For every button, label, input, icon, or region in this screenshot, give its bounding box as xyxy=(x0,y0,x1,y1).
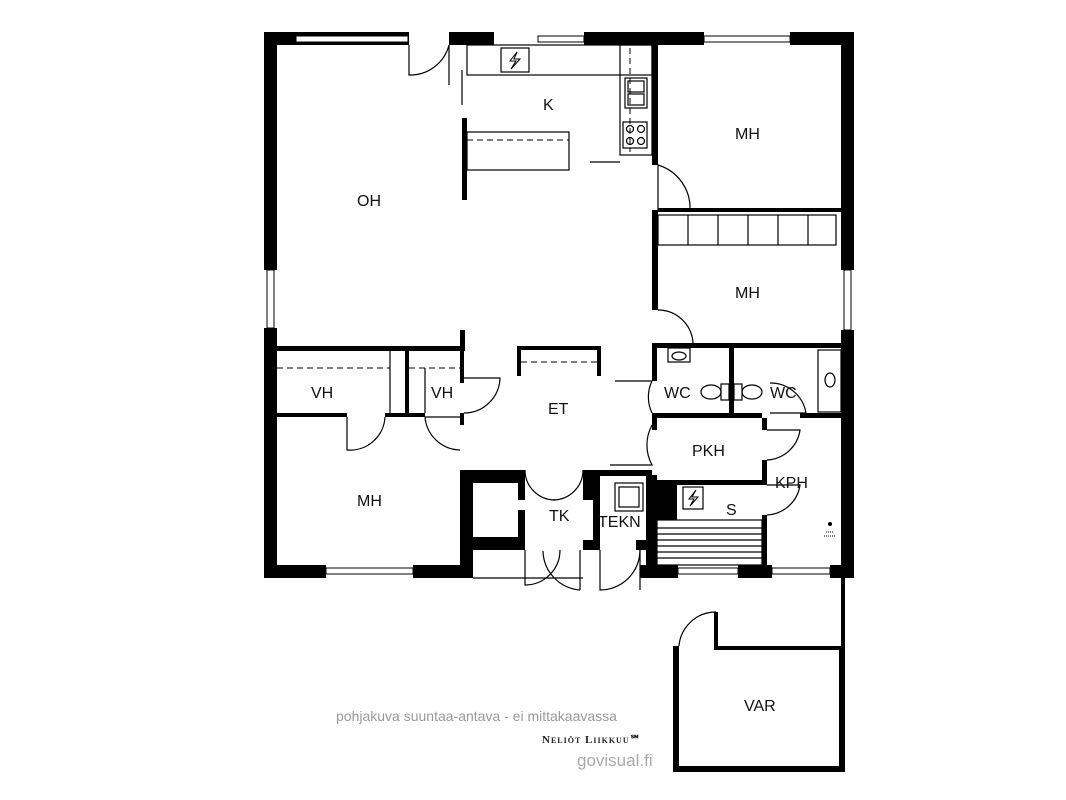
closet-shelves xyxy=(277,346,601,413)
sink-icon xyxy=(624,77,648,109)
interior-walls xyxy=(277,45,841,565)
toilet-icon xyxy=(700,383,730,401)
brand-logo: Neliöt Liikkuu℠ xyxy=(542,734,642,746)
room-label-et: ET xyxy=(548,401,569,418)
doors xyxy=(346,44,807,591)
windows xyxy=(266,35,852,575)
room-label-vh-right: VH xyxy=(431,385,453,402)
sink-icon xyxy=(817,349,842,413)
disclaimer-note: pohjakuva suuntaa-antava - ei mittakaava… xyxy=(336,708,617,724)
room-label-tekn: TEKN xyxy=(598,514,641,531)
room-label-mh-mid: MH xyxy=(735,285,760,302)
room-label-wc-1: WC xyxy=(664,385,691,402)
room-label-vh-left: VH xyxy=(311,385,333,402)
room-label-wc-2: WC xyxy=(770,385,797,402)
room-label-var: VAR xyxy=(744,698,776,715)
sink-icon xyxy=(667,347,691,363)
storage-building xyxy=(673,578,845,772)
wardrobe xyxy=(657,214,837,246)
room-label-s: S xyxy=(726,502,737,519)
toilet-icon xyxy=(733,383,763,401)
technical-unit xyxy=(614,482,644,512)
outer-walls xyxy=(264,32,854,578)
site-url: govisual.fi xyxy=(577,751,653,770)
kitchen-fixtures xyxy=(461,44,653,171)
room-label-kph: KPH xyxy=(775,475,808,492)
electric-panel-icon xyxy=(500,47,530,73)
room-label-mh-bottom: MH xyxy=(357,493,382,510)
shower-icon xyxy=(824,522,836,537)
stove-icon xyxy=(622,121,648,149)
room-label-mh-top: MH xyxy=(735,126,760,143)
room-label-oh: OH xyxy=(357,193,381,210)
room-label-tk: TK xyxy=(549,508,570,525)
room-label-k: K xyxy=(543,97,554,114)
wc-fixtures xyxy=(667,347,842,413)
room-label-pkh: PKH xyxy=(692,443,725,460)
sauna-fixtures xyxy=(656,486,836,566)
electric-panel-icon xyxy=(682,486,704,510)
